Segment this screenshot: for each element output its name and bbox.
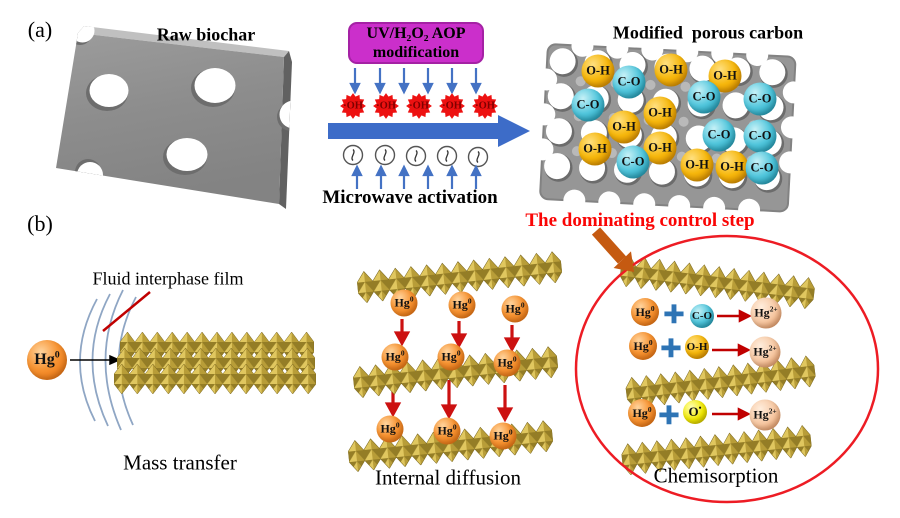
lattice-sphere: C-O bbox=[571, 88, 605, 122]
panel-a-label: (a) bbox=[27, 17, 53, 42]
site-sphere-co: C-O bbox=[690, 304, 714, 328]
oh-radical-label: ·OH bbox=[343, 100, 363, 112]
raw-biochar-title: Raw biochar bbox=[156, 24, 256, 45]
microwave-up-arrows bbox=[351, 164, 482, 189]
lattice-sphere: C-O bbox=[743, 119, 777, 153]
hg2plus-sphere: Hg2+ bbox=[749, 399, 781, 431]
hg0-sphere: Hg0 bbox=[437, 343, 465, 371]
chemisorption-ellipse bbox=[574, 234, 880, 504]
lattice-sphere: C-O bbox=[743, 82, 777, 116]
dominating-step-arrow bbox=[591, 227, 634, 272]
site-sphere-o-radical: O• bbox=[683, 400, 707, 424]
adsorbent-slab-mass bbox=[114, 331, 316, 394]
oh-radical-label: ·OH bbox=[376, 100, 396, 112]
lattice-sphere: O-H bbox=[715, 150, 749, 184]
hg0-sphere: Hg0 bbox=[448, 291, 476, 319]
hg0-sphere: Hg0 bbox=[493, 349, 521, 377]
oh-radical-label: ·OH bbox=[409, 100, 429, 112]
lattice-sphere: C-O bbox=[612, 65, 646, 99]
chemisorption-slabs bbox=[618, 254, 817, 476]
hg0-sphere: Hg0 bbox=[629, 332, 657, 360]
lattice-sphere: O-H bbox=[578, 132, 612, 166]
chemisorption-label: Chemisorption bbox=[653, 463, 779, 488]
hg0-sphere: Hg0 bbox=[27, 340, 67, 380]
reaction-arrows bbox=[712, 309, 752, 421]
lattice-sphere: O-H bbox=[680, 148, 714, 182]
lattice-sphere: C-O bbox=[745, 151, 779, 185]
dominating-step-label: The dominating control step bbox=[525, 210, 755, 231]
lattice-sphere: O-H bbox=[643, 96, 677, 130]
diffusion-arrows bbox=[384, 319, 521, 423]
lattice-sphere: O-H bbox=[654, 53, 688, 87]
aop-box-line1: UV/H₂O₂ AOP bbox=[366, 25, 466, 42]
aop-down-arrows bbox=[349, 68, 482, 95]
plus-sign: + bbox=[661, 296, 686, 331]
big-blue-arrow bbox=[328, 115, 530, 147]
mass-transfer-arrow bbox=[70, 354, 121, 366]
plus-sign: + bbox=[658, 330, 683, 365]
hg0-sphere: Hg0 bbox=[628, 399, 656, 427]
oh-radical-label: ·OH bbox=[442, 100, 462, 112]
lattice-sphere: O-H bbox=[607, 110, 641, 144]
lattice-sphere: C-O bbox=[702, 118, 736, 152]
hg2plus-sphere: Hg2+ bbox=[750, 297, 782, 329]
aop-modification-box: UV/H₂O₂ AOP modification bbox=[348, 22, 484, 64]
microwave-title: Microwave activation bbox=[322, 187, 498, 208]
modified-carbon-title: Modified porous carbon bbox=[612, 22, 804, 43]
raw-biochar-illustration bbox=[56, 26, 292, 209]
lattice-sphere: C-O bbox=[687, 80, 721, 114]
hg0-sphere: Hg0 bbox=[631, 298, 659, 326]
plus-sign: + bbox=[656, 397, 681, 432]
hg0-sphere: Hg0 bbox=[433, 417, 461, 445]
panel-b-label: (b) bbox=[27, 211, 53, 236]
lattice-sphere: O-H bbox=[643, 131, 677, 165]
site-sphere-oh: O-H bbox=[685, 335, 709, 359]
hg0-sphere: Hg0 bbox=[376, 415, 404, 443]
internal-diffusion-label: Internal diffusion bbox=[375, 465, 521, 490]
lattice-sphere: O-H bbox=[581, 54, 615, 88]
fluid-film-pointer bbox=[102, 291, 151, 332]
hg2plus-sphere: Hg2+ bbox=[749, 336, 781, 368]
hg0-sphere: Hg0 bbox=[390, 289, 418, 317]
oh-radical-label: ·OH bbox=[475, 100, 495, 112]
mass-transfer-label: Mass transfer bbox=[123, 450, 237, 475]
microwave-symbols bbox=[342, 144, 489, 168]
fluid-film-label: Fluid interphase film bbox=[92, 268, 244, 289]
lattice-sphere: C-O bbox=[616, 145, 650, 179]
hg0-sphere: Hg0 bbox=[501, 295, 529, 323]
hg0-sphere: Hg0 bbox=[489, 422, 517, 450]
aop-box-line2: modification bbox=[372, 44, 460, 61]
hg0-sphere: Hg0 bbox=[381, 343, 409, 371]
